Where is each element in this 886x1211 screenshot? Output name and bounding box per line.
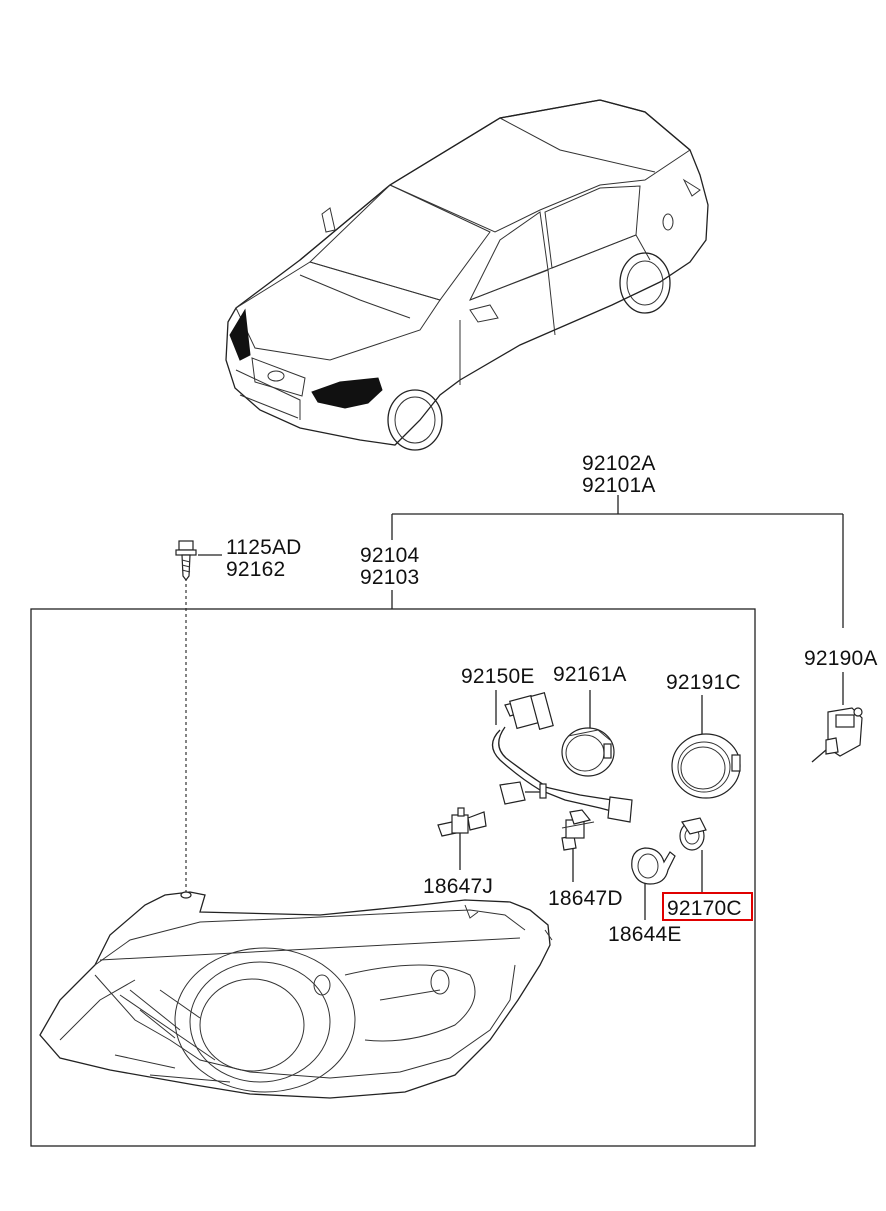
label-1125ad[interactable]: 1125AD [226, 536, 302, 559]
dust-cap-part[interactable] [671, 733, 741, 799]
screw-part[interactable] [175, 540, 197, 581]
label-92161a[interactable]: 92161A [553, 663, 627, 686]
headlamp-assembly-drawing [39, 891, 553, 1099]
label-18644e[interactable]: 18644E [608, 923, 682, 946]
socket-92170c-part[interactable] [679, 817, 707, 851]
bulb-18647d-part[interactable] [561, 809, 595, 851]
label-92191c[interactable]: 92191C [666, 671, 741, 694]
leveling-actuator-part[interactable] [811, 707, 863, 763]
label-18647j[interactable]: 18647J [423, 875, 493, 898]
leader-lines [185, 495, 844, 920]
label-18647d[interactable]: 18647D [548, 887, 623, 910]
part-labels: 92102A 92101A 92104 92103 1125AD 92162 9… [226, 452, 878, 946]
bulb-18644e-part[interactable] [631, 847, 676, 885]
wiring-harness-part[interactable] [491, 692, 633, 823]
label-92104[interactable]: 92104 [360, 544, 420, 567]
label-92150e[interactable]: 92150E [461, 665, 535, 688]
headlamp-housing-frame [30, 608, 756, 1147]
label-92162[interactable]: 92162 [226, 558, 285, 581]
label-92103[interactable]: 92103 [360, 566, 419, 589]
car-illustration [225, 99, 709, 451]
socket-cap-part[interactable] [561, 727, 615, 777]
bulb-18647j-part[interactable] [437, 807, 487, 837]
highlight-box [662, 892, 753, 921]
label-92170c[interactable]: 92170C [667, 897, 742, 920]
label-92190a[interactable]: 92190A [804, 647, 878, 670]
label-92102a[interactable]: 92102A [582, 452, 656, 475]
label-92101a[interactable]: 92101A [582, 474, 656, 497]
